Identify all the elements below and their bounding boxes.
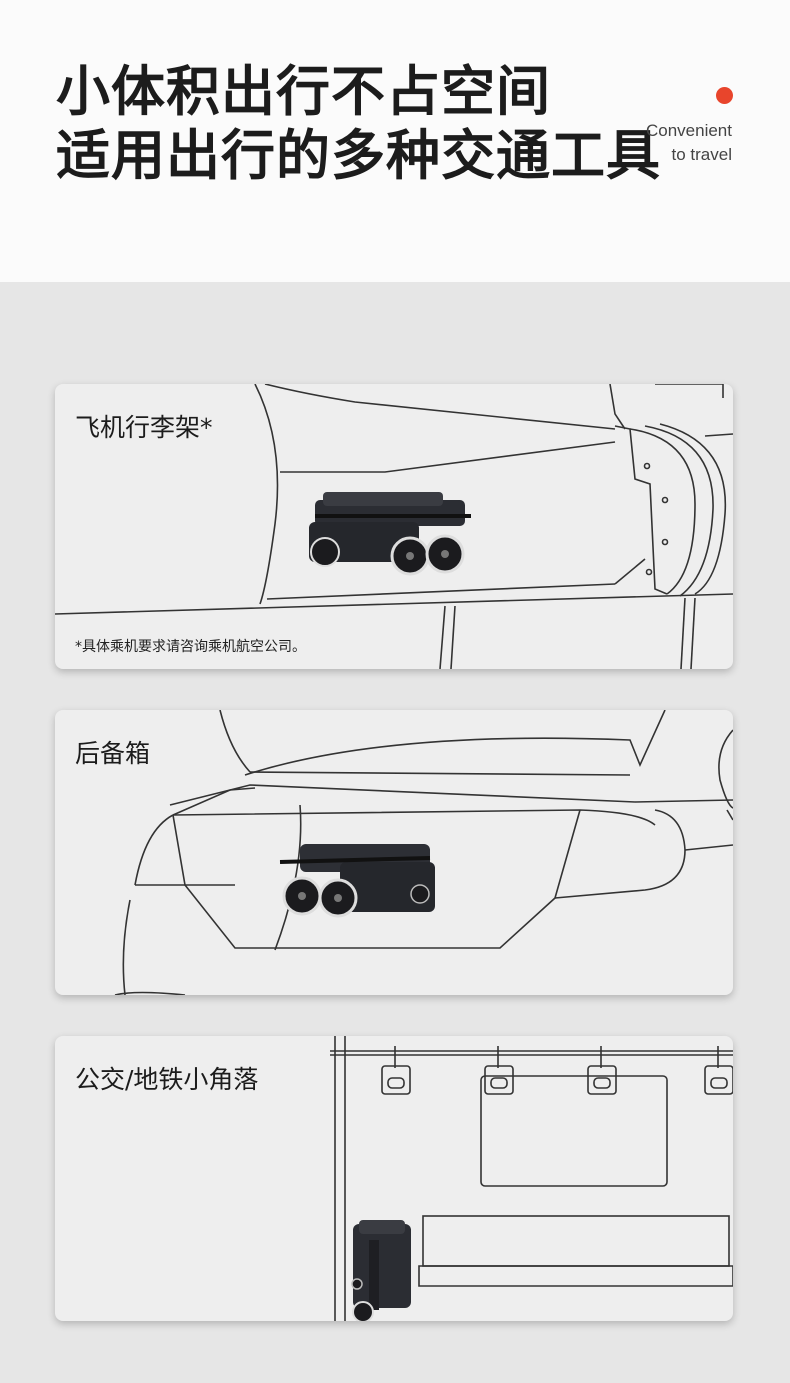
folded-stroller-icon [309, 492, 471, 576]
folded-stroller-icon [351, 1220, 411, 1321]
card-airplane-bin: 飞机行李架* *具体乘机要求请咨询乘机航空公司。 [55, 384, 733, 669]
airplane-bin-illustration [55, 384, 733, 669]
bus-metro-illustration [330, 1036, 733, 1321]
tagline: Convenient to travel [646, 119, 732, 167]
card-note-airplane: *具体乘机要求请咨询乘机航空公司。 [75, 639, 306, 655]
headline-line-2: 适用出行的多种交通工具 [56, 124, 661, 187]
headline-line-1: 小体积出行不占空间 [56, 60, 551, 123]
tagline-line-1: Convenient [645, 121, 732, 140]
card-bus-metro: 公交/地铁小角落 [55, 1036, 733, 1321]
header-section: 小体积出行不占空间 适用出行的多种交通工具 Convenient to trav… [0, 0, 790, 282]
headline: 小体积出行不占空间 适用出行的多种交通工具 [56, 60, 661, 188]
car-trunk-illustration [114, 710, 733, 995]
card-title-trunk: 后备箱 [75, 739, 151, 768]
folded-stroller-icon [279, 844, 435, 918]
card-car-trunk: 后备箱 [55, 710, 733, 995]
tagline-line-2: to travel [671, 145, 732, 164]
card-title-bus-metro: 公交/地铁小角落 [75, 1065, 259, 1094]
red-dot-icon [716, 87, 733, 104]
card-title-airplane: 飞机行李架* [75, 413, 213, 442]
